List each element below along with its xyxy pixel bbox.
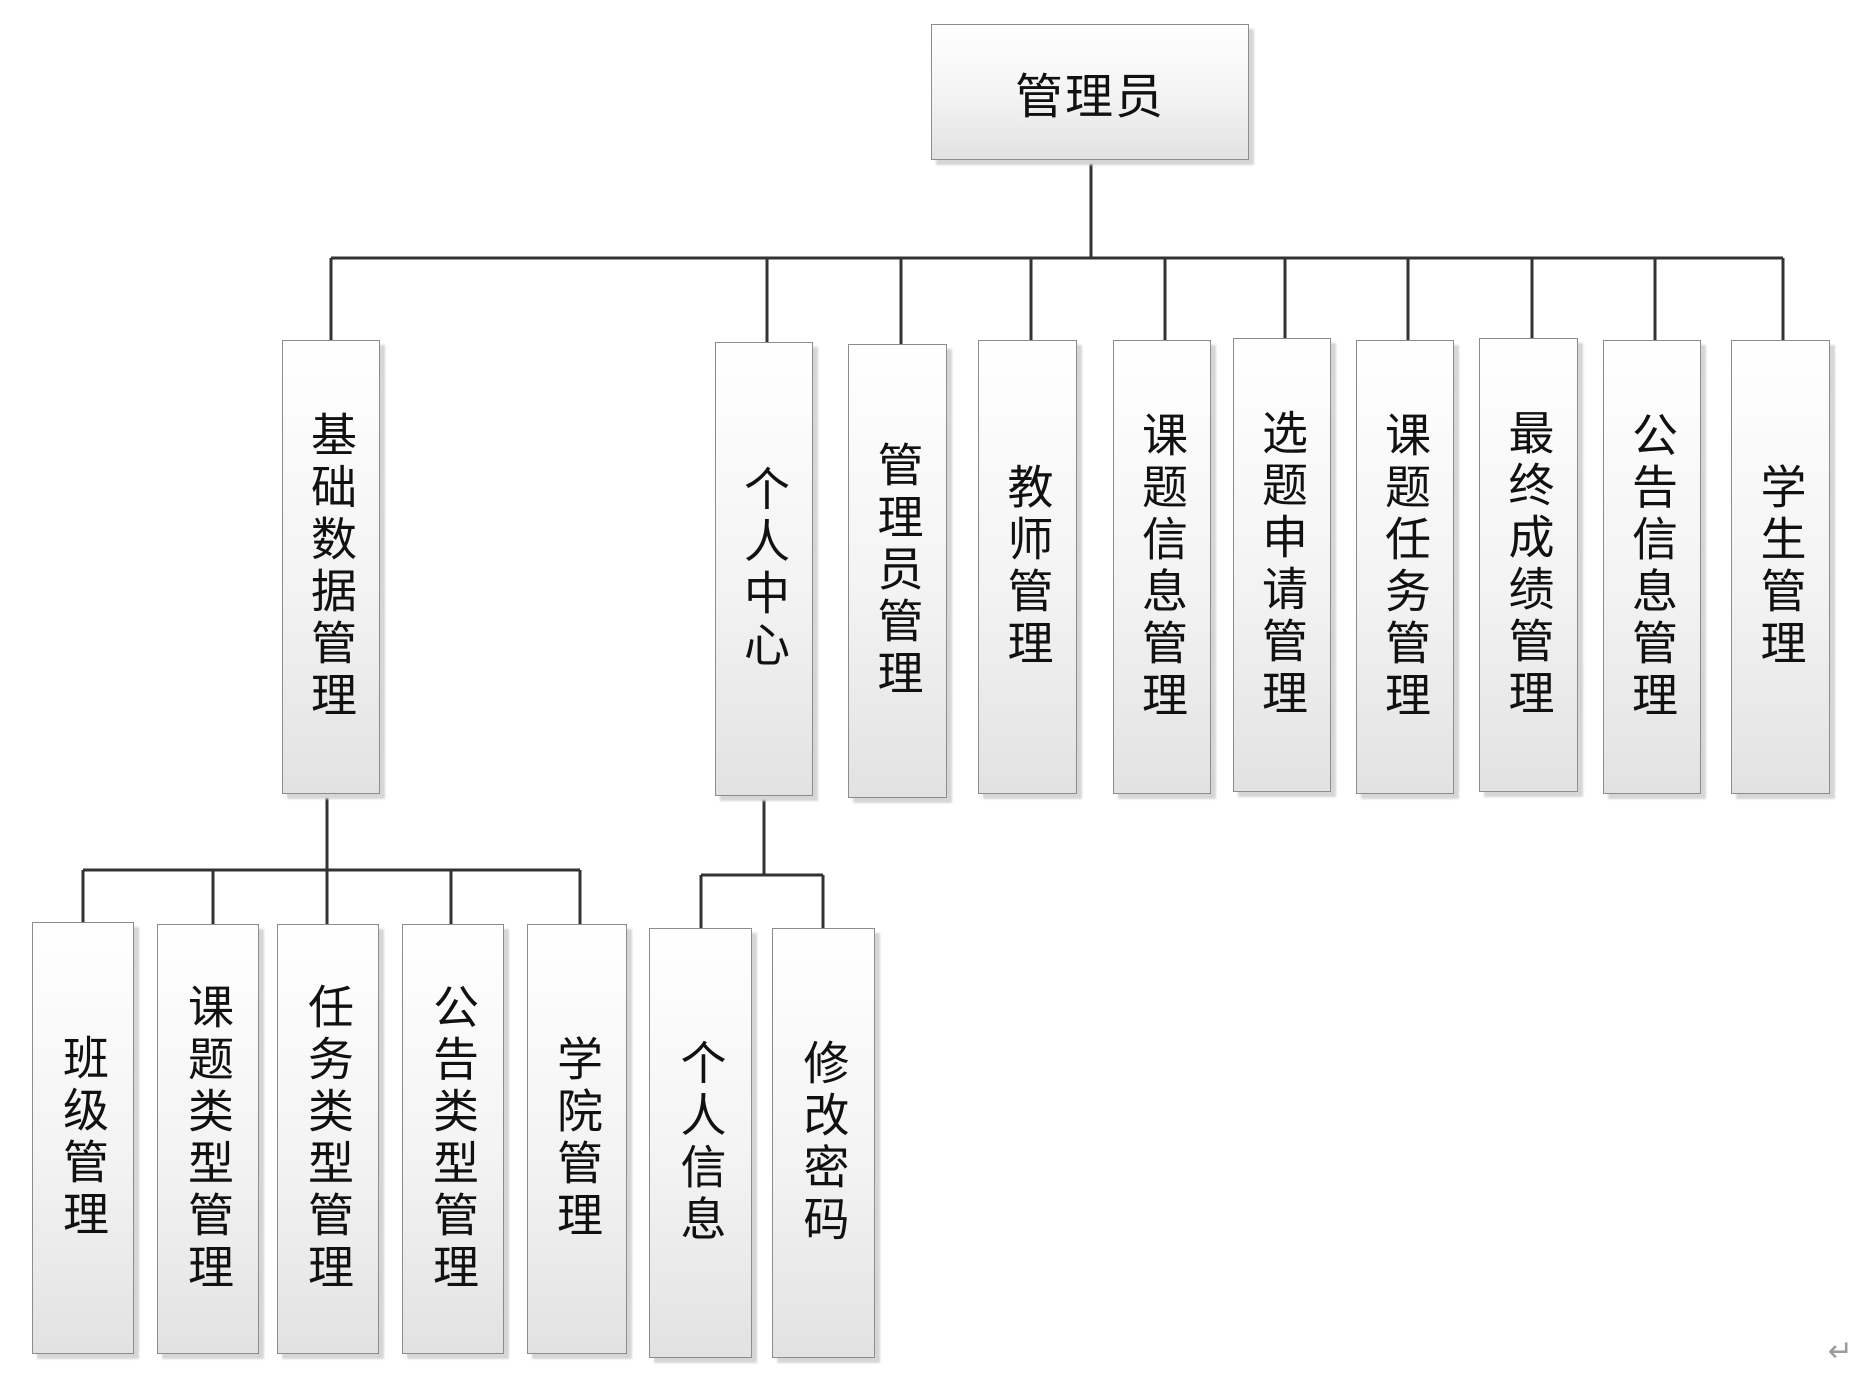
root-label: 管理员 [1014, 69, 1165, 125]
node-label: 任务类型管理 [301, 983, 355, 1295]
node-college-management: 学院管理 [527, 924, 627, 1354]
return-mark: ↵ [1827, 1334, 1853, 1369]
node-teacher-management: 教师管理 [978, 340, 1077, 794]
node-student-management: 学生管理 [1731, 340, 1830, 794]
node-topic-info-management: 课题信息管理 [1113, 340, 1211, 794]
node-admin-management: 管理员管理 [848, 344, 947, 798]
node-label: 课题信息管理 [1135, 411, 1189, 723]
node-label: 个人信息 [673, 1039, 728, 1247]
node-label: 课题任务管理 [1378, 411, 1432, 723]
node-change-password: 修改密码 [772, 928, 875, 1358]
node-basic-data-management: 基础数据管理 [282, 340, 380, 794]
node-topic-task-management: 课题任务管理 [1356, 340, 1454, 794]
node-announcement-type-management: 公告类型管理 [402, 924, 504, 1354]
node-task-type-management: 任务类型管理 [277, 924, 379, 1354]
node-label: 修改密码 [796, 1039, 851, 1247]
node-label: 班级管理 [56, 1034, 110, 1242]
node-label: 选题申请管理 [1255, 409, 1309, 721]
node-personal-center: 个人中心 [715, 342, 813, 796]
node-label: 管理员管理 [870, 441, 925, 701]
node-label: 最终成绩管理 [1501, 409, 1556, 721]
node-label: 基础数据管理 [304, 411, 358, 723]
node-topic-selection-management: 选题申请管理 [1233, 338, 1331, 792]
node-label: 公告信息管理 [1625, 411, 1679, 723]
node-label: 公告类型管理 [426, 983, 480, 1295]
node-class-management: 班级管理 [32, 922, 134, 1354]
node-label: 课题类型管理 [181, 983, 235, 1295]
node-label: 学院管理 [550, 1035, 604, 1243]
node-label: 学生管理 [1753, 463, 1808, 671]
node-topic-type-management: 课题类型管理 [157, 924, 259, 1354]
node-personal-info: 个人信息 [649, 928, 752, 1358]
node-final-score-management: 最终成绩管理 [1479, 338, 1578, 792]
node-label: 教师管理 [1000, 463, 1055, 671]
node-announcement-info-management: 公告信息管理 [1603, 340, 1701, 794]
node-label: 个人中心 [737, 465, 791, 673]
root-node-admin: 管理员 [931, 24, 1249, 160]
